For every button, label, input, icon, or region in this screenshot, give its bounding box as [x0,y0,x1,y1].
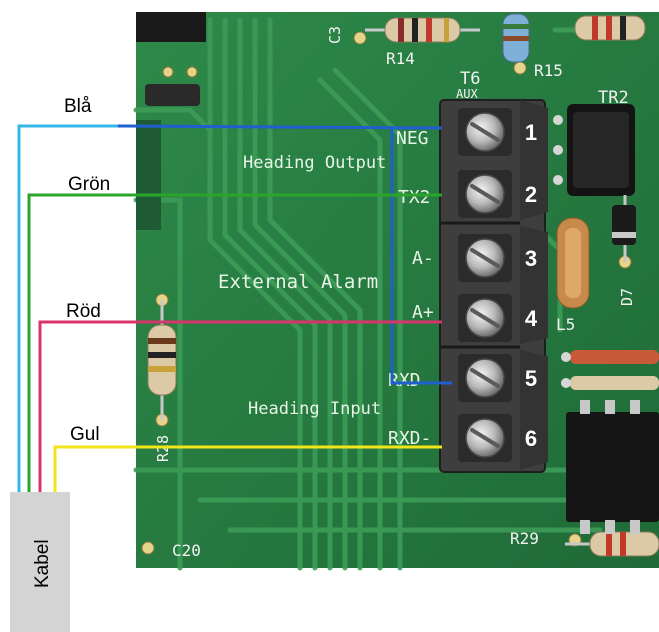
wire-line [117,124,452,385]
label-external-alarm: External Alarm [218,271,378,293]
wire-line [53,445,442,492]
wire-line [27,193,442,492]
resistor-r14 [365,17,480,43]
small-diodes [561,350,659,390]
pin-label-tx2: TX2 [398,187,431,208]
screw-slot [470,122,500,142]
cable-outer-wire [17,124,118,492]
resistor-r28 [147,300,177,420]
label-l5: L5 [556,315,575,334]
cable-sleeve [10,492,70,632]
resistor-r29 [565,531,659,557]
top-left-connector [136,12,206,230]
pin-label-neg: NEG [396,128,429,149]
wire-4: Gul [53,424,442,492]
terminal-2: 2 [458,170,537,218]
wire-2: Grön [27,174,442,492]
terminal-block: 1 2 3 4 5 6 [439,99,548,473]
label-tr2: TR2 [598,88,629,108]
terminal-number: 2 [525,182,537,207]
terminal-number: 5 [525,366,537,391]
terminal-number: 6 [525,426,537,451]
terminal-4: 4 [458,294,538,342]
pcb-board: Heading Output External Alarm Heading In… [133,12,659,571]
label-t6: T6 [460,69,480,89]
label-heading-input: Heading Input [248,399,381,419]
label-r14: R14 [386,49,415,68]
label-aux: AUX [456,87,478,101]
label-c20: C20 [172,541,201,560]
terminal-number: 3 [525,246,537,271]
terminal-5: 5 [458,354,537,402]
terminal-6: 6 [458,414,537,462]
pin-label-rxd-minus: RXD- [388,428,431,449]
label-c3: C3 [326,26,344,44]
cable-label: Kabel [32,539,53,588]
wire-label: Gul [70,424,100,445]
screw-slot [470,428,500,448]
resistor-r15 [502,13,646,63]
label-r15: R15 [534,61,563,80]
wire-line [38,320,442,492]
label-r29: R29 [510,529,539,548]
pin-label-rxd-plus: RXD [388,370,421,391]
cable: Kabel [10,492,70,632]
pin-label-a-minus: A- [412,248,434,269]
ic-chip [566,400,659,534]
inductor-l5 [556,217,590,309]
terminal-1: 1 [458,108,537,156]
wire-label: Grön [68,174,110,195]
wire-3: Röd [38,301,442,492]
terminal-number: 1 [525,120,537,145]
screw-slot [470,308,500,328]
wire-label: Röd [66,301,101,322]
diode-d7 [612,195,636,262]
label-heading-output: Heading Output [243,153,386,173]
terminal-3: 3 [458,234,537,282]
wire-1: Blå [64,96,452,385]
terminal-number: 4 [525,306,538,331]
screw-slot [470,184,500,204]
transistor-tr2 [553,104,635,196]
screw-slot [470,248,500,268]
label-d7: D7 [618,288,636,306]
screw-slot [470,368,500,388]
pin-label-a-plus: A+ [412,302,434,323]
wire-label: Blå [64,96,92,117]
